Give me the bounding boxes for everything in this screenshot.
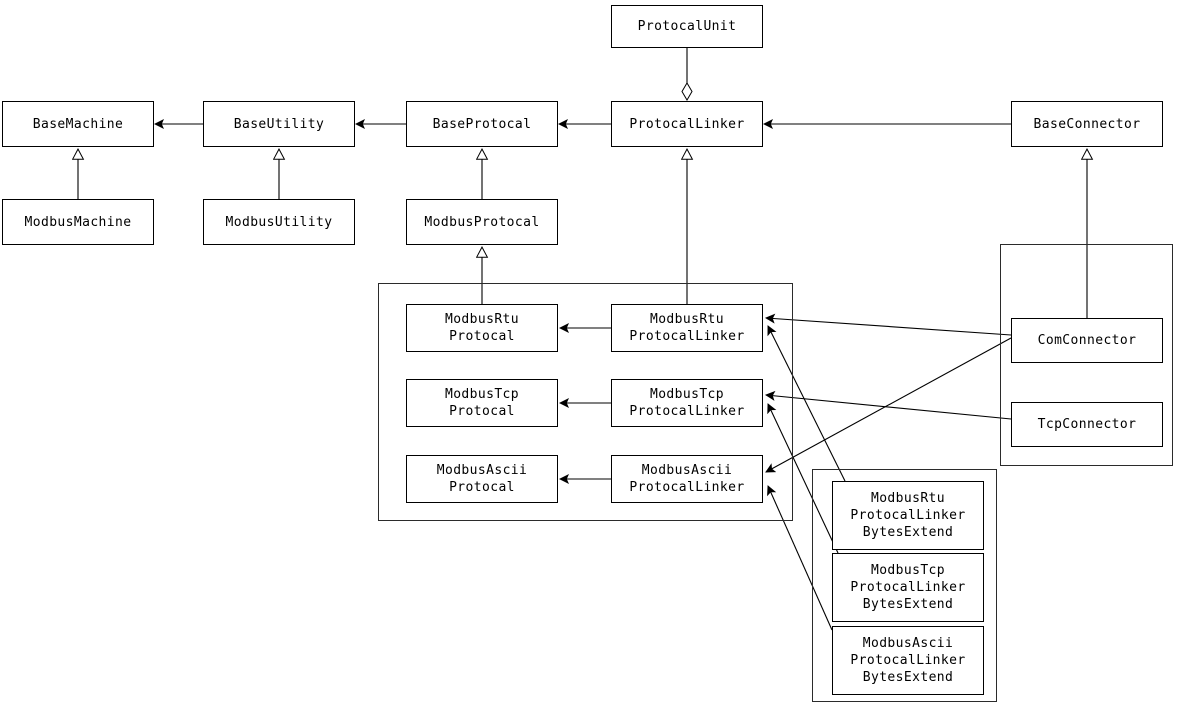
class-modbus-tcp-protocal[interactable]: ModbusTcp Protocal — [406, 379, 558, 427]
class-modbus-rtu-protocal-linker-bytes-extend[interactable]: ModbusRtu ProtocalLinker BytesExtend — [832, 481, 984, 550]
class-modbus-utility[interactable]: ModbusUtility — [203, 199, 355, 245]
class-base-connector[interactable]: BaseConnector — [1011, 101, 1163, 147]
edge-com-connector-to-rtu-linker — [765, 313, 1012, 336]
class-modbus-machine[interactable]: ModbusMachine — [2, 199, 154, 245]
edge-com-connector-to-ascii-linker — [765, 337, 1012, 473]
class-protocal-unit[interactable]: ProtocalUnit — [611, 5, 763, 48]
class-modbus-protocal[interactable]: ModbusProtocal — [406, 199, 558, 245]
class-modbus-rtu-protocal-linker[interactable]: ModbusRtu ProtocalLinker — [611, 304, 763, 352]
class-base-utility[interactable]: BaseUtility — [203, 101, 355, 147]
class-modbus-rtu-protocal[interactable]: ModbusRtu Protocal — [406, 304, 558, 352]
class-modbus-tcp-protocal-linker-bytes-extend[interactable]: ModbusTcp ProtocalLinker BytesExtend — [832, 553, 984, 622]
class-modbus-ascii-protocal-linker[interactable]: ModbusAscii ProtocalLinker — [611, 455, 763, 503]
class-base-machine[interactable]: BaseMachine — [2, 101, 154, 147]
class-tcp-connector[interactable]: TcpConnector — [1011, 402, 1163, 447]
class-modbus-ascii-protocal-linker-bytes-extend[interactable]: ModbusAscii ProtocalLinker BytesExtend — [832, 626, 984, 695]
edge-tcp-connector-to-tcp-linker — [765, 390, 1012, 420]
class-modbus-ascii-protocal[interactable]: ModbusAscii Protocal — [406, 455, 558, 503]
class-modbus-tcp-protocal-linker[interactable]: ModbusTcp ProtocalLinker — [611, 379, 763, 427]
class-com-connector[interactable]: ComConnector — [1011, 318, 1163, 363]
class-protocal-linker[interactable]: ProtocalLinker — [611, 101, 763, 147]
class-base-protocal[interactable]: BaseProtocal — [406, 101, 558, 147]
